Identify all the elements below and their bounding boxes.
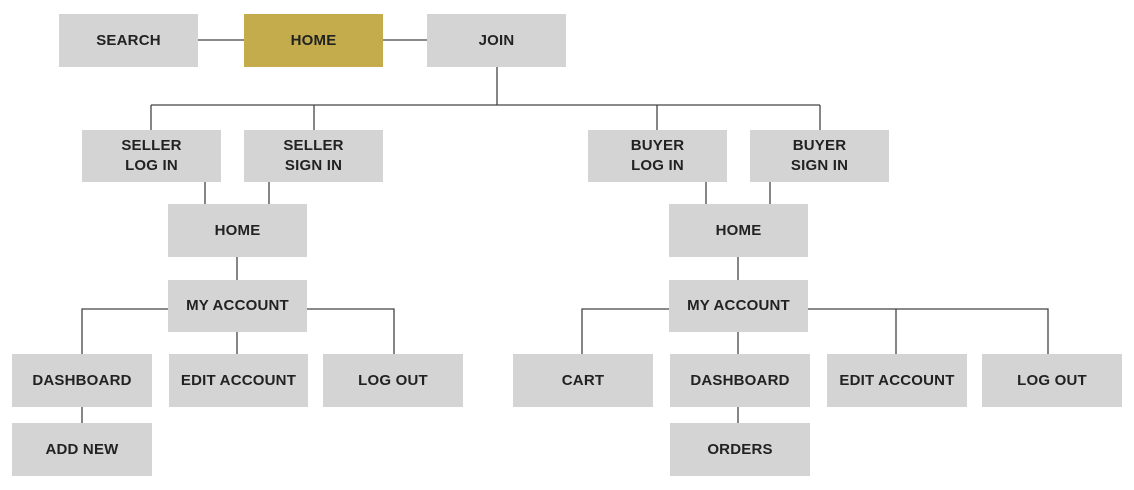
node-seller-edit-account: EDIT ACCOUNT [169, 354, 308, 407]
node-label: ADD NEW [45, 440, 119, 458]
node-label: DASHBOARD [690, 371, 790, 389]
node-label-line1: BUYER [792, 137, 847, 154]
node-label: LOG OUT [1017, 371, 1087, 389]
node-label: HOME [290, 31, 337, 49]
node-seller-dashboard: DASHBOARD [12, 354, 152, 407]
node-buyer-home: HOME [669, 204, 808, 257]
edge-seller-my-account-log-out [306, 308, 395, 354]
edge-buyer-my-account-edit-account [807, 308, 1049, 354]
node-buyer-dashboard: DASHBOARD [670, 354, 810, 407]
node-seller-home: HOME [168, 204, 307, 257]
node-label-line2: SIGN IN [284, 157, 343, 174]
node-buyer-orders: ORDERS [670, 423, 810, 476]
node-buyer-cart: CART [513, 354, 653, 407]
node-buyer-sign-in: BUYER SIGN IN [750, 130, 889, 182]
node-label: MY ACCOUNT [687, 297, 790, 314]
edge-seller-my-account-dashboard [81, 308, 168, 354]
node-label: JOIN [478, 31, 515, 49]
node-buyer-log-out: LOG OUT [982, 354, 1122, 407]
node-label: LOG OUT [358, 371, 428, 389]
node-seller-log-in: SELLER LOG IN [82, 130, 221, 182]
node-label: HOME [214, 221, 261, 239]
edge-buyer-my-account-cart [581, 308, 669, 354]
node-label-line1: SELLER [121, 137, 182, 154]
node-label-line1: SELLER [283, 137, 344, 154]
node-label: MY ACCOUNT [186, 297, 289, 314]
node-label-line1: BUYER [630, 137, 685, 154]
node-seller-sign-in: SELLER SIGN IN [244, 130, 383, 182]
node-buyer-log-in: BUYER LOG IN [588, 130, 727, 182]
node-buyer-my-account: MY ACCOUNT [669, 280, 808, 332]
node-label-line2: LOG IN [125, 157, 178, 174]
node-label-line2: LOG IN [631, 157, 684, 174]
node-buyer-edit-account: EDIT ACCOUNT [827, 354, 967, 407]
node-label-line2: SIGN IN [790, 157, 849, 174]
node-label: EDIT ACCOUNT [180, 371, 297, 389]
node-search: SEARCH [59, 14, 198, 67]
node-label: CART [561, 371, 605, 389]
node-seller-add-new: ADD NEW [12, 423, 152, 476]
node-seller-my-account: MY ACCOUNT [168, 280, 307, 332]
node-label: ORDERS [707, 440, 773, 458]
node-label: EDIT ACCOUNT [839, 371, 955, 389]
node-label: SEARCH [96, 31, 161, 49]
node-seller-log-out: LOG OUT [323, 354, 463, 407]
node-label: HOME [715, 221, 762, 239]
node-home: HOME [244, 14, 383, 67]
node-label: DASHBOARD [32, 371, 132, 389]
node-join: JOIN [427, 14, 566, 67]
